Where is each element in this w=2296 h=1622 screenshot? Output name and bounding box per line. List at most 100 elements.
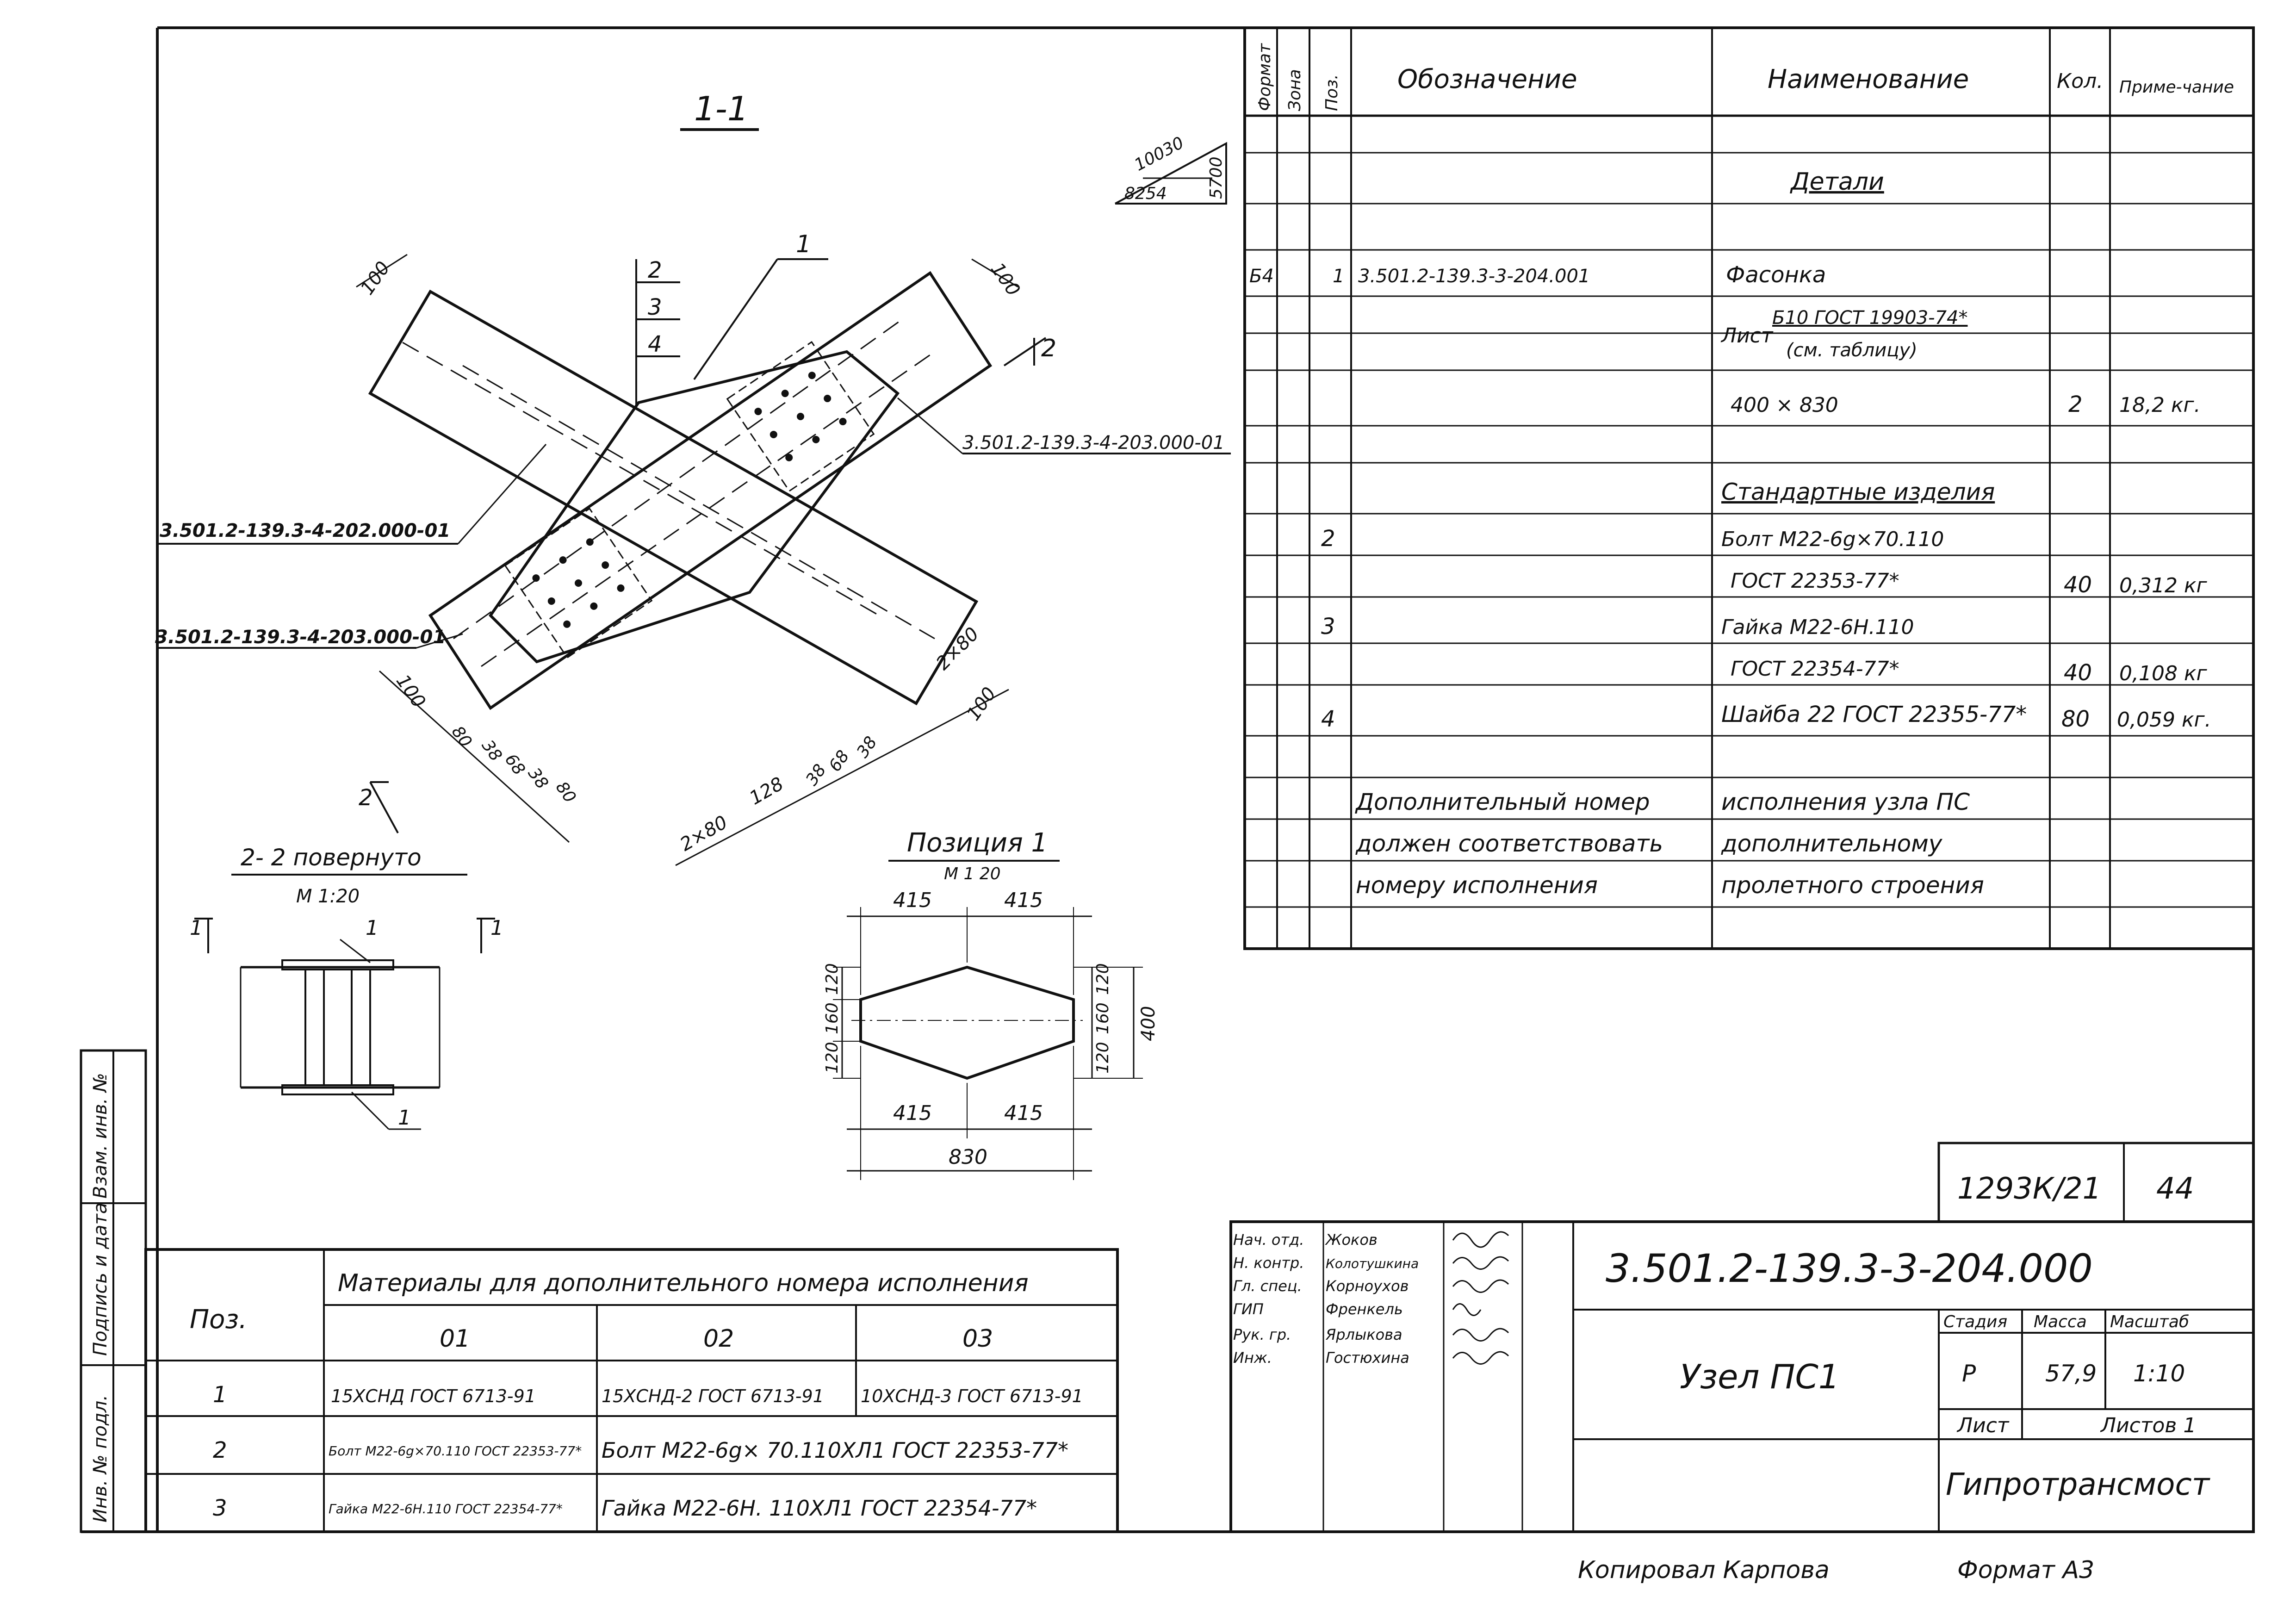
svg-text:Масса: Масса	[2034, 1312, 2087, 1331]
svg-text:Стадия: Стадия	[1943, 1312, 2007, 1331]
svg-text:Фасонка: Фасонка	[1726, 262, 1826, 288]
svg-text:1:10: 1:10	[2133, 1360, 2185, 1387]
svg-text:(см. таблицу): (см. таблицу)	[1786, 340, 1917, 361]
svg-text:Ярлыкова: Ярлыкова	[1325, 1326, 1402, 1343]
svg-text:Рук. гр.: Рук. гр.	[1233, 1326, 1291, 1343]
svg-text:1: 1	[190, 916, 203, 940]
svg-text:38: 38	[524, 764, 552, 793]
callout-stack: 2 3 4	[635, 257, 680, 407]
svg-text:Болт М22-6g× 70.110ХЛ1 ГОСТ 22: Болт М22-6g× 70.110ХЛ1 ГОСТ 22353-77*	[602, 1438, 1068, 1463]
svg-text:415: 415	[1004, 1101, 1043, 1125]
svg-text:57,9: 57,9	[2045, 1360, 2097, 1387]
svg-text:Гайка М22-6Н.110: Гайка М22-6Н.110	[1721, 615, 1914, 639]
svg-text:80: 80	[552, 778, 580, 807]
svg-text:Шайба 22 ГОСТ 22355-77*: Шайба 22 ГОСТ 22355-77*	[1721, 702, 2027, 727]
svg-text:4: 4	[1321, 706, 1335, 732]
svg-text:0,059 кг.: 0,059 кг.	[2117, 708, 2211, 732]
svg-text:38: 38	[853, 733, 881, 761]
dimension-labels: 100 100 100 100 2×80 2×80 128 80 38 68 3…	[356, 254, 1024, 866]
sec-parts: Детали	[1790, 168, 1884, 196]
strip-replace: Взам. инв. №	[90, 1073, 111, 1199]
svg-text:40: 40	[2064, 572, 2092, 598]
position-1-title: Позиция 1	[907, 828, 1048, 858]
strip-inv: Инв. № подл.	[90, 1395, 111, 1523]
svg-text:100: 100	[357, 258, 394, 299]
svg-text:должен соответствовать: должен соответствовать	[1355, 830, 1663, 857]
svg-text:дополнительному: дополнительному	[1721, 830, 1943, 857]
svg-text:18,2 кг.: 18,2 кг.	[2119, 393, 2201, 417]
svg-text:160: 160	[823, 1002, 842, 1034]
svg-text:Р: Р	[1962, 1360, 1976, 1387]
strip-sign: Подпись и дата	[90, 1203, 111, 1356]
gusset-plate	[489, 350, 900, 664]
svg-text:40: 40	[2064, 660, 2092, 686]
callout-2: 2	[648, 257, 662, 283]
svg-text:3.501.2-139.3-4-203.000-01: 3.501.2-139.3-4-203.000-01	[962, 432, 1225, 454]
svg-text:415: 415	[893, 889, 932, 912]
svg-text:2: 2	[1321, 526, 1335, 552]
svg-text:Гайка М22-6Н.110 ГОСТ 22354-77: Гайка М22-6Н.110 ГОСТ 22354-77*	[329, 1501, 563, 1516]
hdr-note: Приме-чание	[2119, 78, 2234, 97]
copied-by: Копировал Карпова	[1578, 1556, 1830, 1584]
drawing-name: Узел ПС1	[1680, 1357, 1840, 1396]
hdr-format: Формат	[1255, 43, 1274, 111]
footer: Копировал Карпова Формат А3	[1578, 1556, 2094, 1584]
svg-text:830: 830	[949, 1145, 987, 1169]
svg-text:80: 80	[2061, 706, 2090, 732]
drawing-designation: 3.501.2-139.3-3-204.000	[1606, 1246, 2093, 1291]
svg-text:68: 68	[825, 747, 853, 775]
svg-text:400 × 830: 400 × 830	[1731, 393, 1838, 417]
svg-text:Гайка М22-6Н. 110ХЛ1 ГОСТ 2235: Гайка М22-6Н. 110ХЛ1 ГОСТ 22354-77*	[602, 1496, 1037, 1521]
svg-text:исполнения узла ПС: исполнения узла ПС	[1721, 789, 1970, 815]
svg-text:100: 100	[987, 259, 1024, 300]
left-strip: Инв. № подл. Подпись и дата Взам. инв. №	[80, 1049, 147, 1533]
svg-text:1: 1	[398, 1106, 411, 1130]
svg-text:Болт М22-6g×70.110: Болт М22-6g×70.110	[1721, 528, 1944, 551]
svg-text:3.501.2-139.3-4-203.000-01: 3.501.2-139.3-4-203.000-01	[155, 627, 446, 648]
svg-text:Б10 ГОСТ 19903-74*: Б10 ГОСТ 19903-74*	[1772, 307, 1967, 329]
spec-row-lines	[1245, 114, 2253, 908]
hdr-pos: Поз.	[1322, 74, 1341, 111]
hdr-qty: Кол.	[2057, 69, 2103, 93]
slope-bottom: 8254	[1124, 184, 1167, 203]
signatures	[1452, 1231, 1509, 1365]
section-2-2-title: 2- 2 повернуто	[241, 844, 422, 871]
svg-text:2: 2	[213, 1437, 227, 1463]
svg-text:1: 1	[366, 916, 379, 940]
svg-text:120: 120	[1093, 1042, 1112, 1074]
diagonal-member-2	[428, 271, 993, 710]
svg-text:10ХСНД-3 ГОСТ 6713-91: 10ХСНД-3 ГОСТ 6713-91	[861, 1386, 1083, 1406]
svg-text:1: 1	[490, 916, 503, 940]
svg-text:03: 03	[962, 1325, 993, 1353]
organization: Гипротрансмост	[1946, 1467, 2211, 1502]
svg-text:2: 2	[359, 785, 373, 811]
svg-text:Б4: Б4	[1249, 266, 1274, 287]
sheet-frame	[81, 26, 2255, 1533]
svg-text:415: 415	[893, 1101, 932, 1125]
bolt-group-lower	[504, 507, 653, 659]
hdr-zone: Зона	[1285, 69, 1304, 111]
svg-text:Гостюхина: Гостюхина	[1326, 1349, 1409, 1367]
svg-text:02: 02	[703, 1325, 734, 1353]
svg-text:2: 2	[2068, 392, 2083, 417]
bolts	[532, 372, 847, 628]
title-block: 1293К/21 44 3.501.2-139.3-3-204.000 Узел…	[1229, 1142, 2255, 1533]
svg-text:Н. контр.: Н. контр.	[1233, 1254, 1304, 1272]
svg-text:ГОСТ 22353-77*: ГОСТ 22353-77*	[1731, 569, 1899, 593]
album-number: 1293К/21	[1957, 1172, 2101, 1206]
svg-text:2: 2	[1041, 335, 1056, 362]
svg-text:120: 120	[823, 1042, 842, 1074]
svg-text:400: 400	[1138, 1006, 1159, 1041]
people-grid	[1322, 1222, 1523, 1532]
svg-text:01: 01	[440, 1325, 470, 1353]
gusset-pos: 1	[796, 230, 811, 258]
svg-text:Колотушкина: Колотушкина	[1326, 1256, 1419, 1271]
svg-text:Дополнительный номер: Дополнительный номер	[1355, 789, 1650, 815]
svg-text:Инж.: Инж.	[1233, 1349, 1272, 1367]
svg-text:ГИП: ГИП	[1233, 1300, 1264, 1318]
callout-gusset: 1	[693, 230, 828, 380]
svg-text:100: 100	[392, 671, 429, 712]
svg-text:128: 128	[746, 773, 787, 809]
svg-text:2×80: 2×80	[676, 812, 731, 856]
svg-text:ГОСТ 22354-77*: ГОСТ 22354-77*	[1731, 657, 1899, 681]
